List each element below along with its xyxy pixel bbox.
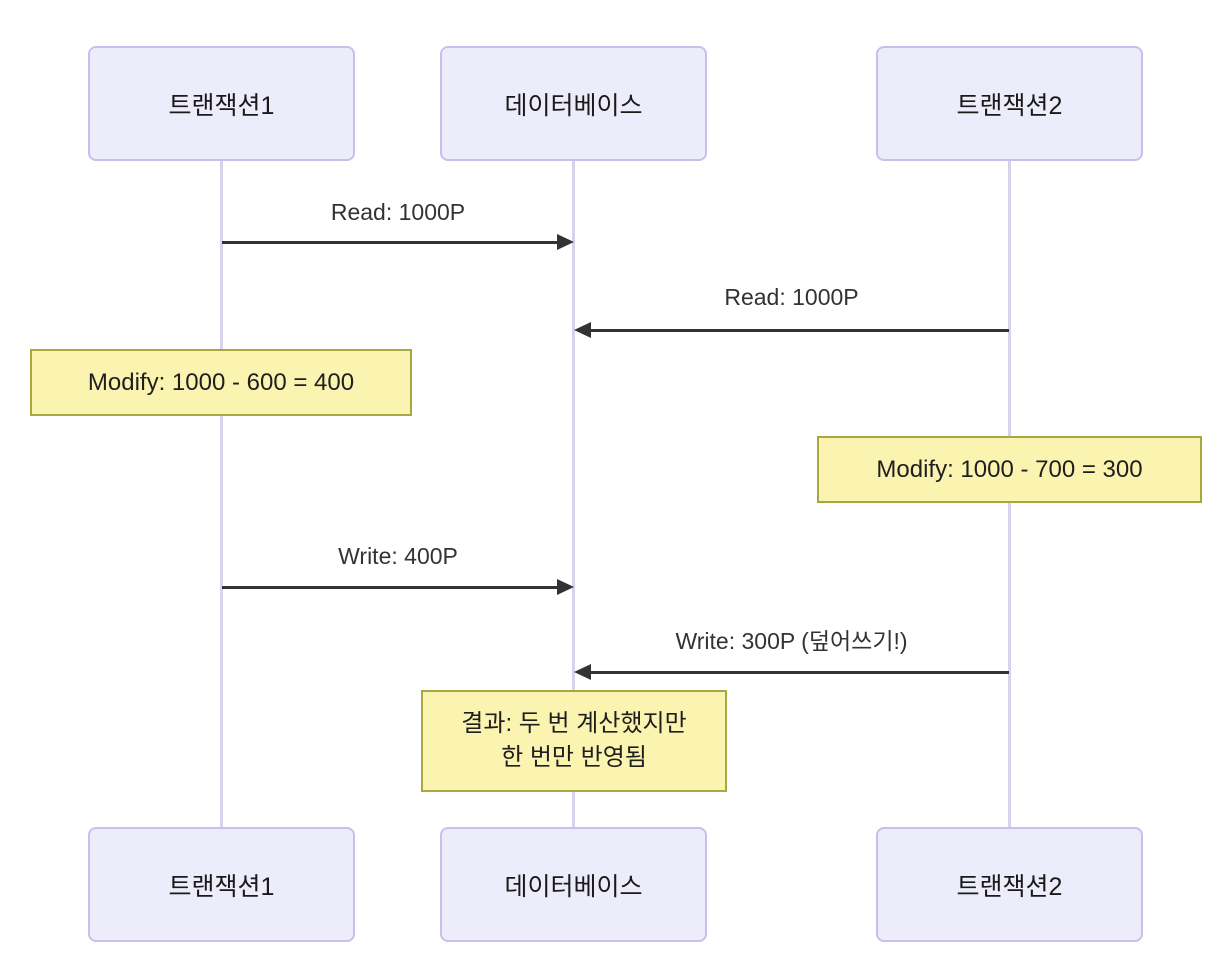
participant-label: 트랜잭션1: [168, 91, 275, 120]
message-arrow-write-t1: [222, 586, 560, 589]
arrowhead-right-icon: [557, 579, 574, 595]
participant-database-bottom: 데이터베이스: [440, 827, 707, 942]
lifeline-transaction1: [220, 161, 223, 827]
participant-label: 트랜잭션2: [956, 872, 1063, 901]
note-modify-transaction2: Modify: 1000 - 700 = 300: [817, 436, 1202, 503]
participant-label: 데이터베이스: [504, 91, 643, 120]
participant-transaction2-top: 트랜잭션2: [876, 46, 1143, 161]
message-label-write-t2: Write: 300P (덮어쓰기!): [675, 628, 908, 654]
participant-label: 데이터베이스: [504, 872, 643, 901]
message-arrow-read-t1: [222, 241, 560, 244]
participant-label: 트랜잭션1: [168, 872, 275, 901]
note-text-line1: 결과: 두 번 계산했지만: [461, 710, 687, 737]
message-arrow-write-t2: [589, 671, 1009, 674]
note-modify-transaction1: Modify: 1000 - 600 = 400: [30, 349, 412, 416]
participant-transaction1-bottom: 트랜잭션1: [88, 827, 355, 942]
message-label-read-t2: Read: 1000P: [724, 284, 859, 310]
arrowhead-left-icon: [574, 322, 591, 338]
message-label-read-t1: Read: 1000P: [330, 199, 466, 225]
note-result-database: 결과: 두 번 계산했지만 한 번만 반영됨: [421, 690, 727, 792]
arrowhead-left-icon: [574, 664, 591, 680]
note-text-line2: 한 번만 반영됨: [501, 744, 647, 771]
participant-label: 트랜잭션2: [956, 91, 1063, 120]
participant-database-top: 데이터베이스: [440, 46, 707, 161]
message-arrow-read-t2: [589, 329, 1009, 332]
note-text: Modify: 1000 - 700 = 300: [876, 455, 1143, 483]
message-label-write-t1: Write: 400P: [338, 543, 458, 569]
participant-transaction2-bottom: 트랜잭션2: [876, 827, 1143, 942]
note-text: Modify: 1000 - 600 = 400: [87, 368, 355, 396]
arrowhead-right-icon: [557, 234, 574, 250]
lifeline-database: [572, 161, 575, 827]
participant-transaction1-top: 트랜잭션1: [88, 46, 355, 161]
